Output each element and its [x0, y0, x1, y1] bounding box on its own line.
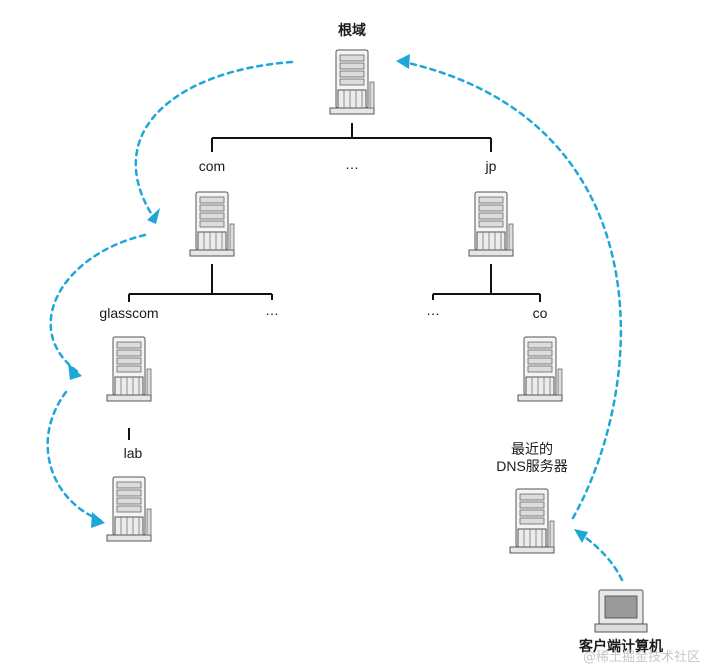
nearest-dns-label-line1: 最近的 [511, 441, 553, 457]
lab-label: lab [123, 445, 143, 461]
jp-server-icon [468, 191, 514, 257]
glasscom-label: glasscom [99, 305, 159, 321]
client-computer-label: 客户端计算机 [579, 638, 663, 654]
nearest-dns-label-line2: DNS服务器 [496, 458, 568, 474]
tree-connectors [128, 123, 541, 440]
desktop-computer-icon [594, 589, 648, 633]
root-domain-label: 根域 [338, 22, 366, 38]
arrow-glasscom-to-lab [46, 390, 102, 522]
com-label: com [198, 158, 226, 174]
jp-ellipsis-label: … [426, 302, 440, 318]
arrow-root-to-com [134, 60, 294, 217]
glasscom-server-icon [106, 336, 152, 402]
root-server-icon [329, 49, 375, 115]
arrow-client-to-local-dns [580, 533, 624, 582]
jp-label: jp [485, 158, 497, 174]
lab-server-icon [106, 476, 152, 542]
co-label: co [532, 305, 548, 321]
co-server-icon [517, 336, 563, 402]
nearest-dns-server-icon [509, 488, 555, 554]
com-ellipsis-label: … [265, 302, 279, 318]
root-ellipsis-label: … [345, 156, 359, 172]
arrow-local-dns-to-root [402, 60, 623, 520]
com-server-icon [189, 191, 235, 257]
lookup-arrows [46, 60, 624, 582]
arrow-com-to-glasscom [49, 233, 147, 374]
watermark: @稀土掘金技术社区 [582, 650, 700, 665]
arrow-heads [68, 54, 588, 543]
